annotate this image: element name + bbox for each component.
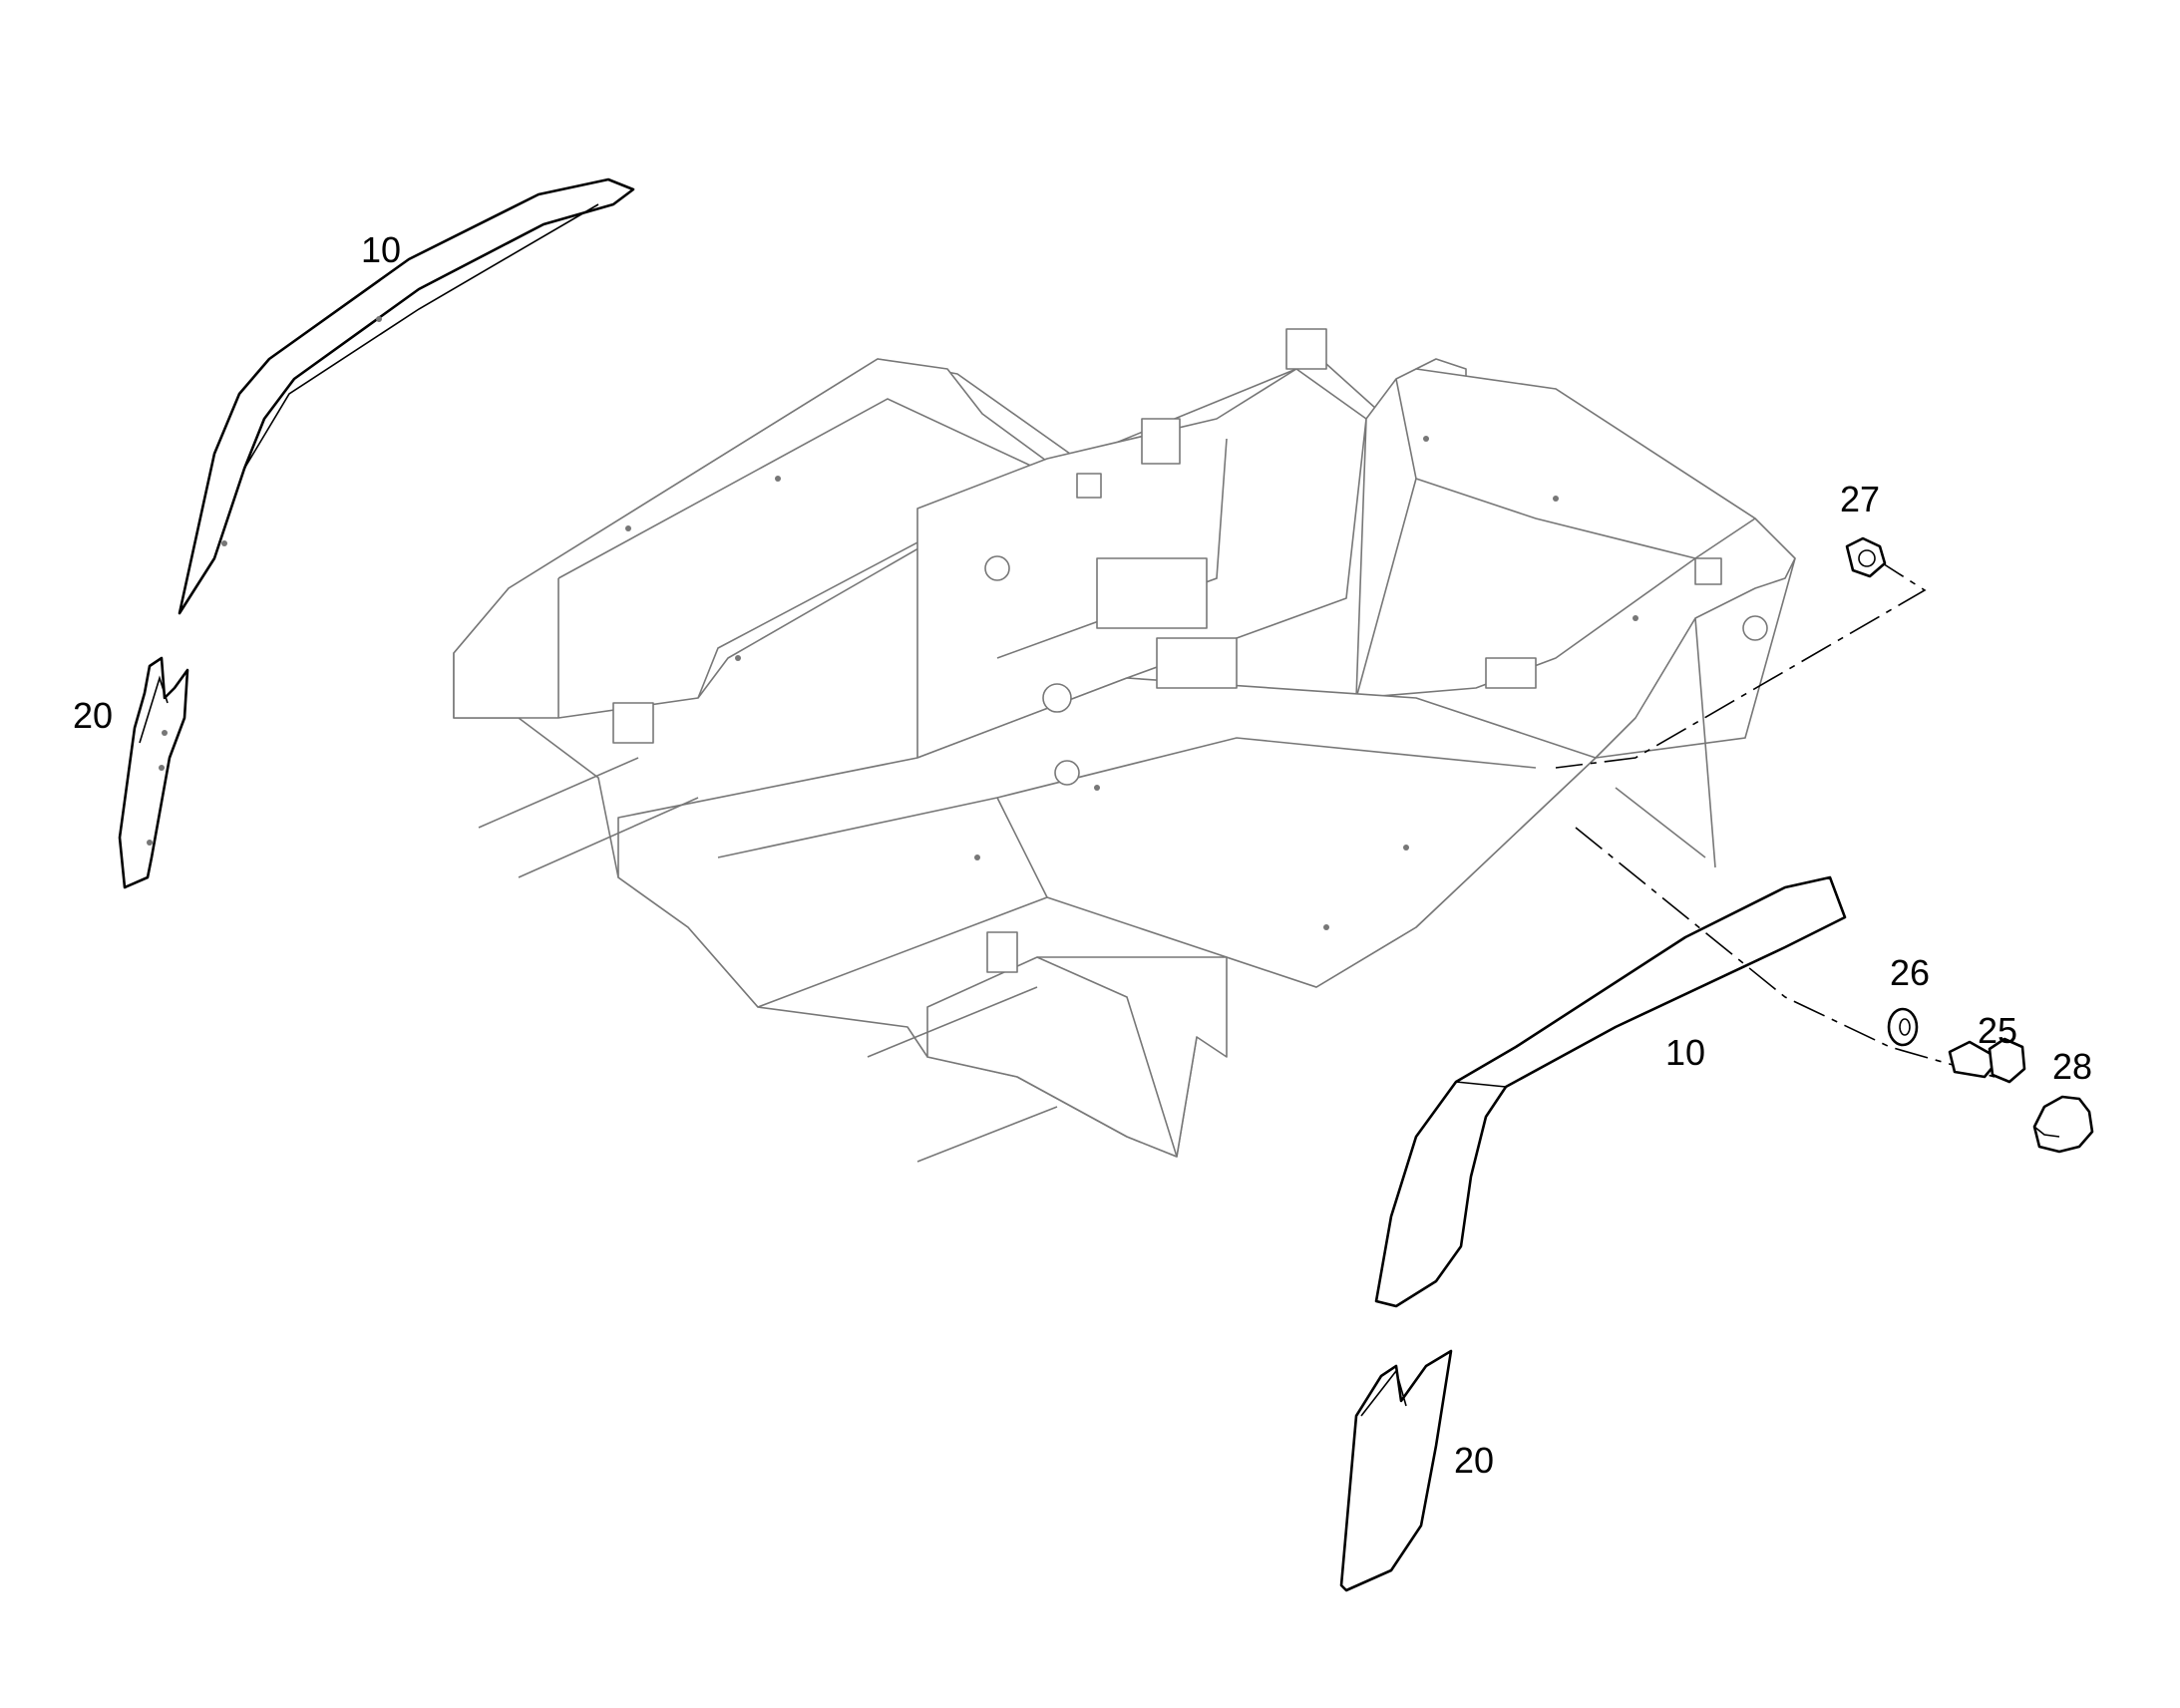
bolt-head xyxy=(1988,1037,2026,1084)
callout-26: 26 xyxy=(1890,952,1930,993)
hex-nut xyxy=(1845,536,1887,578)
mount-plate-1 xyxy=(1096,557,1208,629)
hex-nut-icon xyxy=(1845,536,1887,578)
washer xyxy=(1887,1007,1919,1047)
washer-icon xyxy=(1887,1007,1919,1047)
mount-plate-2 xyxy=(1156,637,1238,689)
leader-line-lower xyxy=(1575,827,1996,1078)
fender-panel-right xyxy=(1374,875,1847,1308)
mount-block-1 xyxy=(1285,328,1327,370)
trim-strip-lower xyxy=(1339,1349,1453,1592)
chassis-floor xyxy=(617,677,1597,1008)
mount-block-5 xyxy=(986,931,1018,973)
bolt-icon xyxy=(1948,1037,2026,1084)
cap-icon xyxy=(2032,1095,2094,1154)
fender-panel-upper-left xyxy=(178,177,635,615)
leader-line-upper xyxy=(1555,557,1927,769)
fender-panel-lower-right xyxy=(1374,875,1847,1308)
bushing-3 xyxy=(1054,760,1080,786)
mount-block-3 xyxy=(1076,473,1102,499)
callout-28: 28 xyxy=(2052,1046,2092,1087)
callout-25: 25 xyxy=(1978,1010,2017,1051)
callout-20-lower: 20 xyxy=(1454,1440,1494,1481)
callout-27: 27 xyxy=(1840,479,1880,519)
trim-strip-left xyxy=(118,656,189,889)
chassis-right-tray xyxy=(1355,368,1756,699)
mount-block-6 xyxy=(1485,657,1537,689)
mount-block-2 xyxy=(1141,418,1181,465)
callout-10-upper: 10 xyxy=(361,229,401,270)
chassis-left-end-box xyxy=(453,358,1058,719)
fender-panel-icon xyxy=(178,177,635,615)
mount-block-7 xyxy=(1694,557,1722,585)
callout-20-left: 20 xyxy=(73,695,113,736)
bushing-4 xyxy=(1742,615,1768,641)
fender-trim-strip-lower xyxy=(1339,1349,1453,1592)
bushing-1 xyxy=(984,555,1010,581)
callout-10-lower: 10 xyxy=(1665,1032,1705,1073)
chassis-front-box xyxy=(926,956,1228,1158)
chassis-frame xyxy=(453,328,1796,1163)
fender-trim-strip-icon xyxy=(118,656,189,889)
mount-block-4 xyxy=(612,702,654,744)
cap xyxy=(2032,1095,2094,1154)
bushing-2 xyxy=(1042,683,1072,713)
